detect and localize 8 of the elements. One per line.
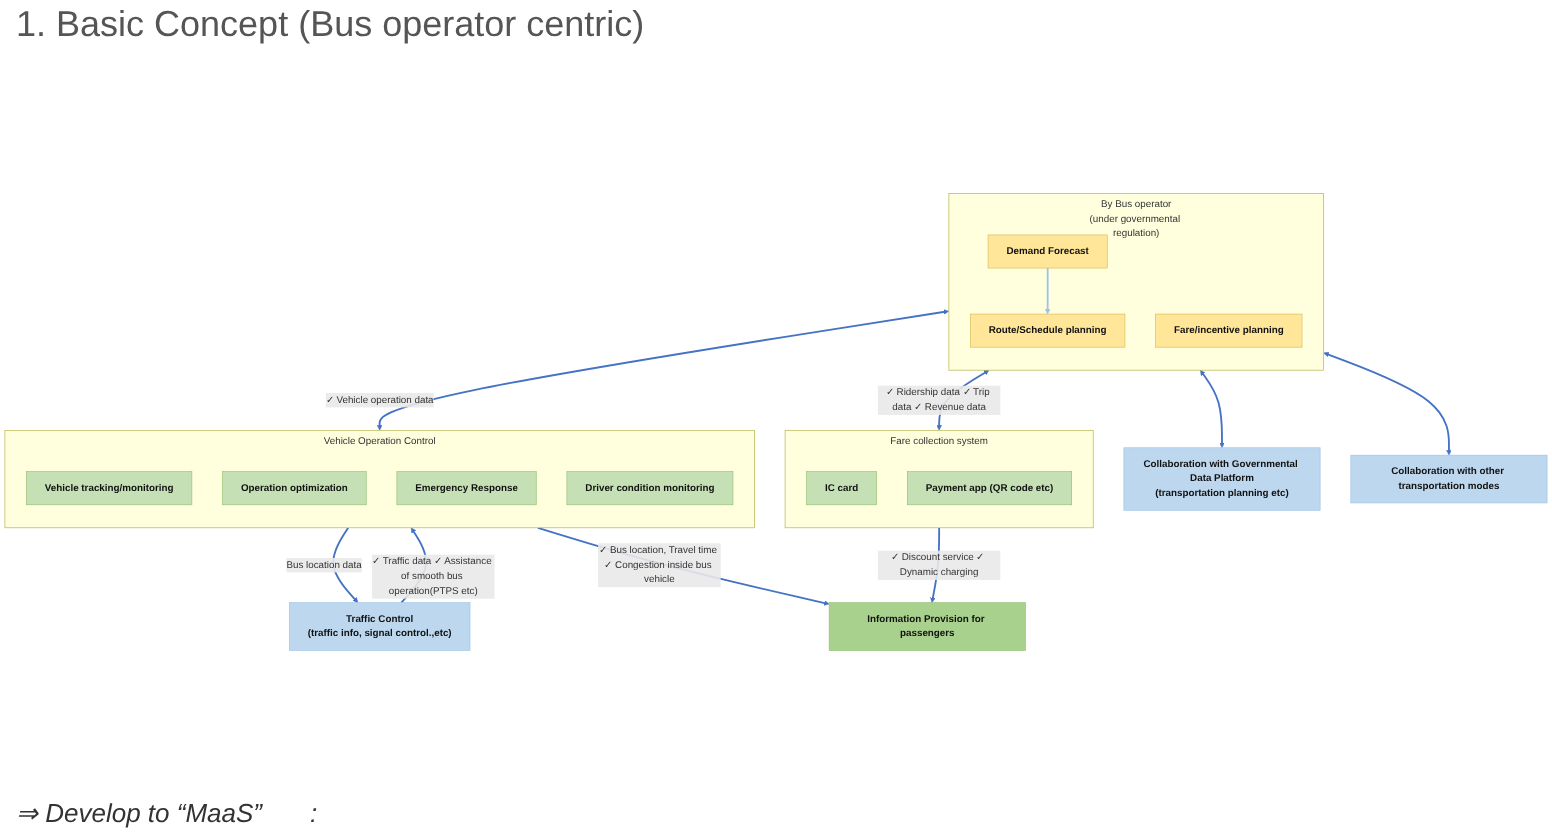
arrow	[537, 526, 830, 606]
arrow	[1200, 370, 1225, 448]
arrow	[1044, 267, 1051, 315]
note-text: :	[310, 798, 318, 828]
arrow	[1323, 352, 1452, 456]
arrow	[376, 309, 949, 431]
diagram-title: 1. Basic Concept (Bus operator centric)	[14, 2, 647, 48]
note-text: ⇒ Develop to “MaaS”	[16, 798, 262, 828]
